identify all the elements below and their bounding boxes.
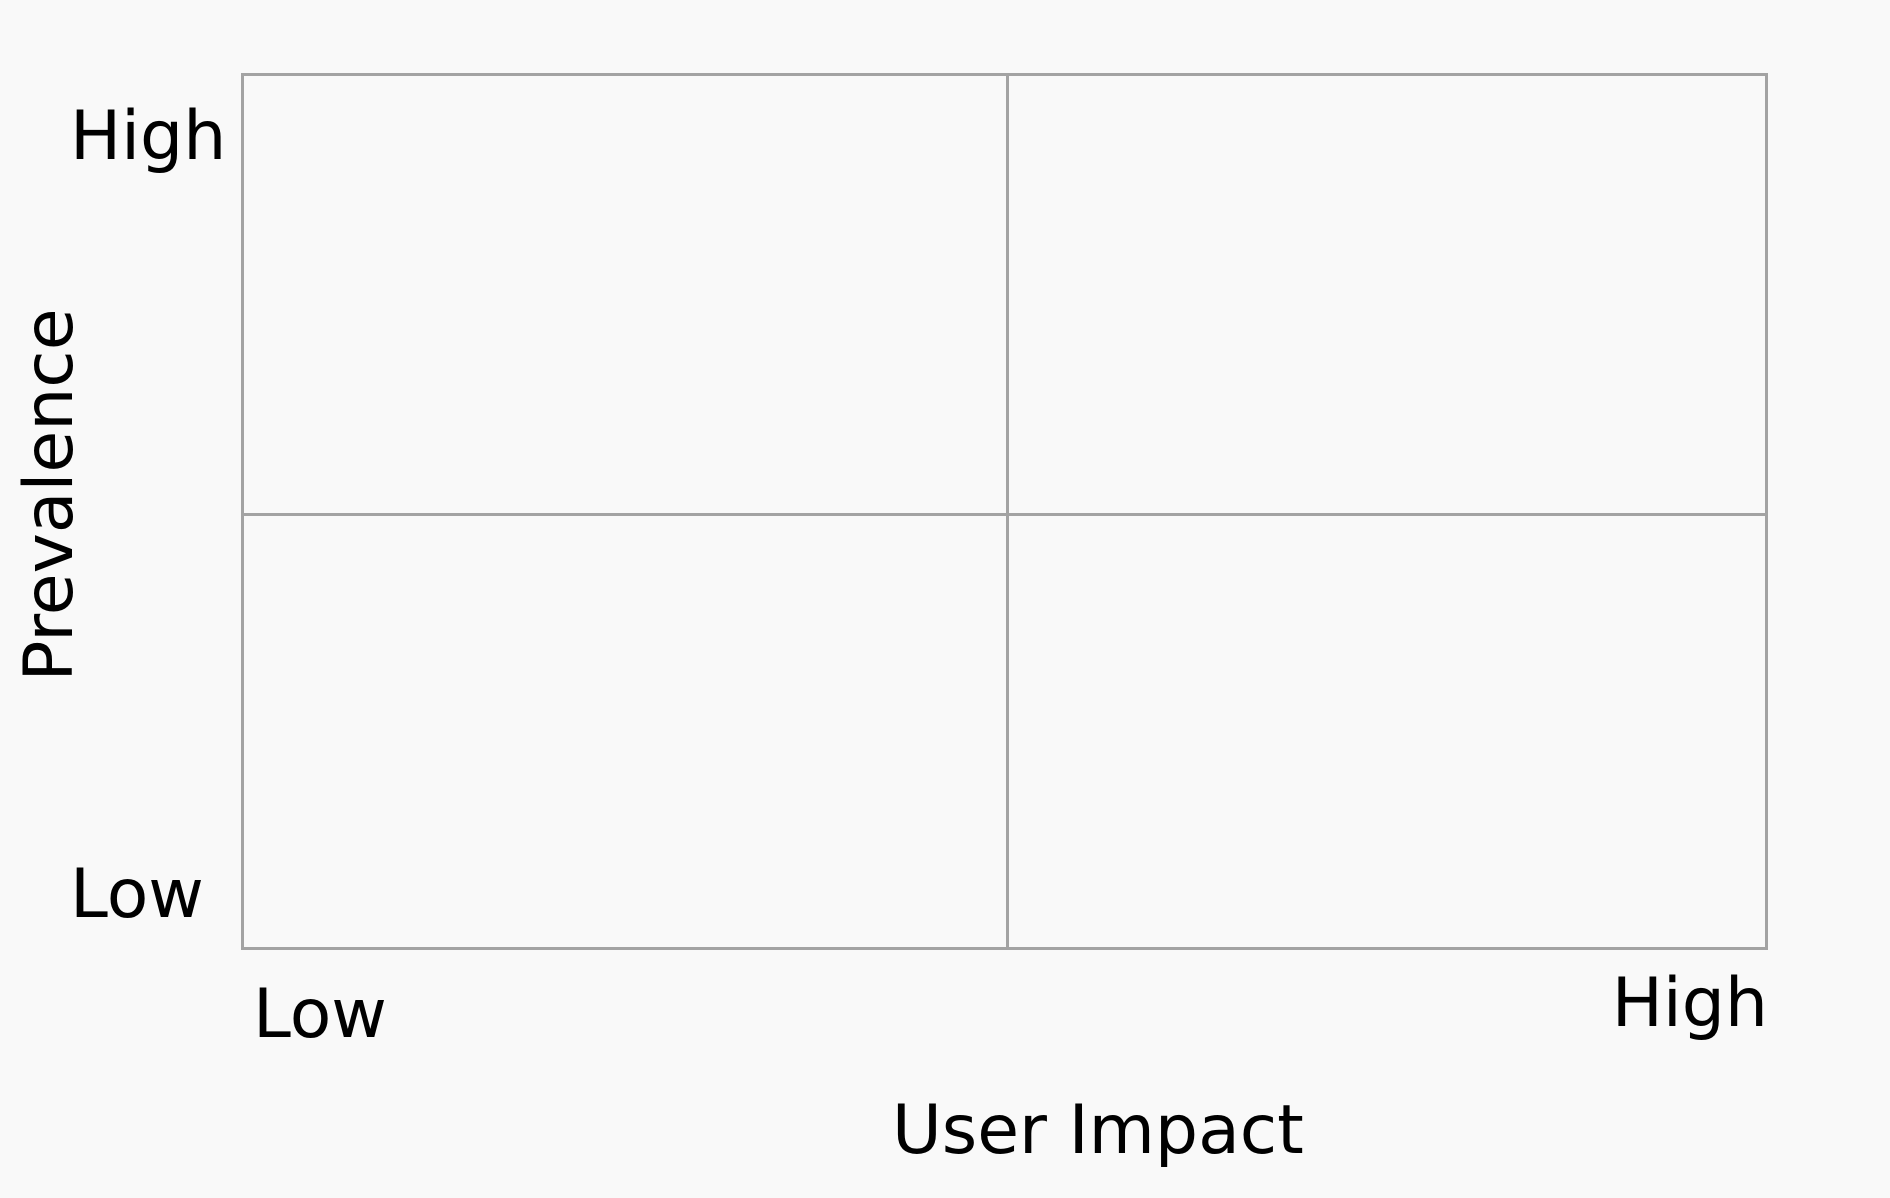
x-axis-high-label: High: [1611, 964, 1768, 1043]
horizontal-divider: [244, 513, 1765, 516]
y-axis-high-label: High: [70, 97, 227, 176]
y-axis-low-label: Low: [70, 855, 204, 934]
x-axis-title: User Impact: [892, 1091, 1304, 1170]
y-axis-title: Prevalence: [10, 308, 89, 682]
x-axis-low-label: Low: [253, 975, 387, 1054]
vertical-divider: [1006, 76, 1009, 947]
quadrant-grid: [241, 73, 1768, 950]
